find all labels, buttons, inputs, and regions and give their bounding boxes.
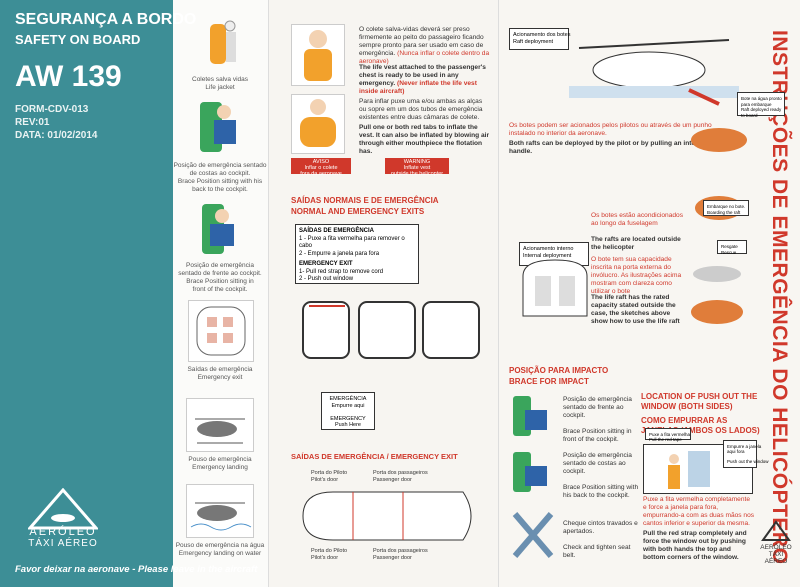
- exits-title-en: NORMAL AND EMERGENCY EXITS: [291, 207, 425, 216]
- leave-in-aircraft-note: Favor deixar na aeronave - Please leave …: [15, 564, 258, 575]
- exits-title-pt: SAÍDAS NORMAIS E DE EMERGÊNCIA: [291, 196, 439, 205]
- water-landing-illustration: [186, 484, 254, 538]
- push-window-title-en: LOCATION OF PUSH OUT THE WINDOW (BOTH SI…: [641, 392, 758, 411]
- rescue-label: Resgate Rescue: [717, 240, 747, 255]
- aeroleo-logo-icon: [28, 488, 98, 530]
- caption-emergency-landing: Pouso de emergência Emergency landing: [188, 456, 252, 471]
- passenger-door-label-top: Porta dos passageiros Passenger door: [373, 470, 428, 483]
- cover-panel: SEGURANÇA A BORDO SAFETY ON BOARD AW 139…: [0, 0, 268, 587]
- rescue-illustration: [691, 266, 743, 324]
- brace-front-icon: [513, 396, 547, 436]
- revision: REV:01: [15, 117, 50, 128]
- brace-title-en: BRACE FOR IMPACT: [509, 377, 589, 386]
- push-here-label: EMERGÊNCIA Empurre aqui EMERGENCY Push H…: [321, 392, 375, 430]
- inflate-text-pt: Para inflar puxe uma e/ou ambas as alças…: [359, 98, 483, 121]
- emergency-landing-illustration: [186, 398, 254, 452]
- life-jacket-illustration: [190, 18, 246, 70]
- cabin-raft-diagram: [522, 259, 588, 317]
- aeroleo-small-logo-icon: [761, 520, 791, 541]
- inflate-text-en: Pull one or both red tabs to inflate the…: [359, 124, 490, 155]
- capacity-en: The life raft has the rated capacity sta…: [591, 294, 680, 325]
- push-text-pt: Puxe a fita vermelha completamente e for…: [643, 496, 755, 527]
- small-company-logo: AERÓLEO TÁXI AÉREO: [757, 520, 795, 565]
- vertical-title: INSTRUÇÕES DE EMERGÊNCIA DO HELICÓPTERO: [768, 30, 791, 565]
- boats-text-pt: Os botes podem ser acionados pelos pilot…: [509, 122, 712, 137]
- vest-worn-illustration: [291, 24, 345, 86]
- caption-emergency-exit: Saídas de emergência Emergency exit: [187, 366, 253, 381]
- passenger-door-label-bottom: Porta dos passageiros Passenger door: [373, 548, 428, 561]
- push-window-title-pt: COMO EMPURRAR AS JANELAS (AMBOS OS LADOS…: [641, 416, 760, 435]
- push-text-en: Pull the red strap completely and force …: [643, 530, 747, 561]
- right-panel: INSTRUÇÕES DE EMERGÊNCIA DO HELICÓPTERO …: [498, 0, 800, 587]
- emergency-exit-instructions: SAÍDAS DE EMERGÊNCIA 1 - Puxe a fita ver…: [295, 224, 419, 284]
- rafts-location-en: The rafts are located outside the helico…: [591, 236, 681, 251]
- cover-title-pt: SEGURANÇA A BORDO: [15, 11, 197, 28]
- date: DATA: 01/02/2014: [15, 130, 98, 141]
- helicopter-raft-illustration: [569, 39, 739, 106]
- raft-water-icon: [691, 128, 747, 152]
- rafts-stowed-pt: Os botes estão acondicionados ao longo d…: [591, 212, 684, 227]
- form-code: FORM-CDV-013: [15, 104, 89, 115]
- brace-front-illustration: [196, 200, 244, 260]
- raft-deployment-label: Acionamento dos botes Raft deployment: [509, 28, 570, 50]
- brace-title-pt: POSIÇÃO PARA IMPACTO: [509, 366, 609, 375]
- brace-back-icon: [513, 452, 547, 492]
- aircraft-model: AW 139: [15, 60, 122, 93]
- cover-title-en: SAFETY ON BOARD: [15, 32, 141, 47]
- doors-title: SAÍDAS DE EMERGÊNCIA / EMERGENCY EXIT: [291, 452, 458, 461]
- caption-brace-back: Posição de emergência sentado de costas …: [173, 162, 267, 193]
- pilot-door-label-bottom: Porta do Piloto Pilot's door: [311, 548, 348, 561]
- cabin-top-view-diagram: [293, 486, 485, 546]
- caption-water-landing: Pouso de emergência na água Emergency la…: [175, 542, 265, 557]
- capacity-pt: O bote tem sua capacidade inscrita na po…: [591, 256, 682, 295]
- caption-life-jacket: Coletes salva vidas Life jacket: [192, 76, 248, 91]
- pilot-door-label-top: Porta do Piloto Pilot's door: [311, 470, 348, 483]
- raft-ready-label: Bote na água pronto para embarque Raft d…: [737, 92, 785, 118]
- seat-belt-text: Cheque cintos travados e apertados. Chec…: [563, 520, 638, 559]
- pull-tape-label: Puxe a fita vermelha Pull the red tape: [645, 428, 691, 442]
- brace-back-illustration: [196, 98, 244, 160]
- vest-text-pt: O colete salva-vidas deverá ser preso fi…: [359, 26, 490, 65]
- caption-brace-front: Posição de emergência sentado de frente …: [178, 262, 262, 293]
- vest-inflate-illustration: [291, 94, 345, 154]
- push-window-label: Empurre a janela aqui fora Push out the …: [723, 440, 769, 468]
- company-logo-text: AERÓLEO TÁXI AÉREO: [28, 526, 98, 549]
- window-exit-diagram: [299, 296, 485, 366]
- seat-belt-icon: [512, 512, 554, 558]
- emergency-exit-illustration: [188, 300, 254, 362]
- middle-panel: O colete salva-vidas deverá ser preso fi…: [268, 0, 498, 587]
- boats-text-en: Both rafts can be deployed by the pilot …: [509, 140, 715, 155]
- vest-text-en: The life vest attached to the passenger'…: [359, 64, 486, 95]
- brace-back-text: Posição de emergência sentado de costas …: [563, 452, 639, 499]
- brace-front-text: Posição de emergência sentado de frente …: [563, 396, 632, 443]
- boarding-label: Embarque no bote. Boarding the raft: [703, 200, 749, 216]
